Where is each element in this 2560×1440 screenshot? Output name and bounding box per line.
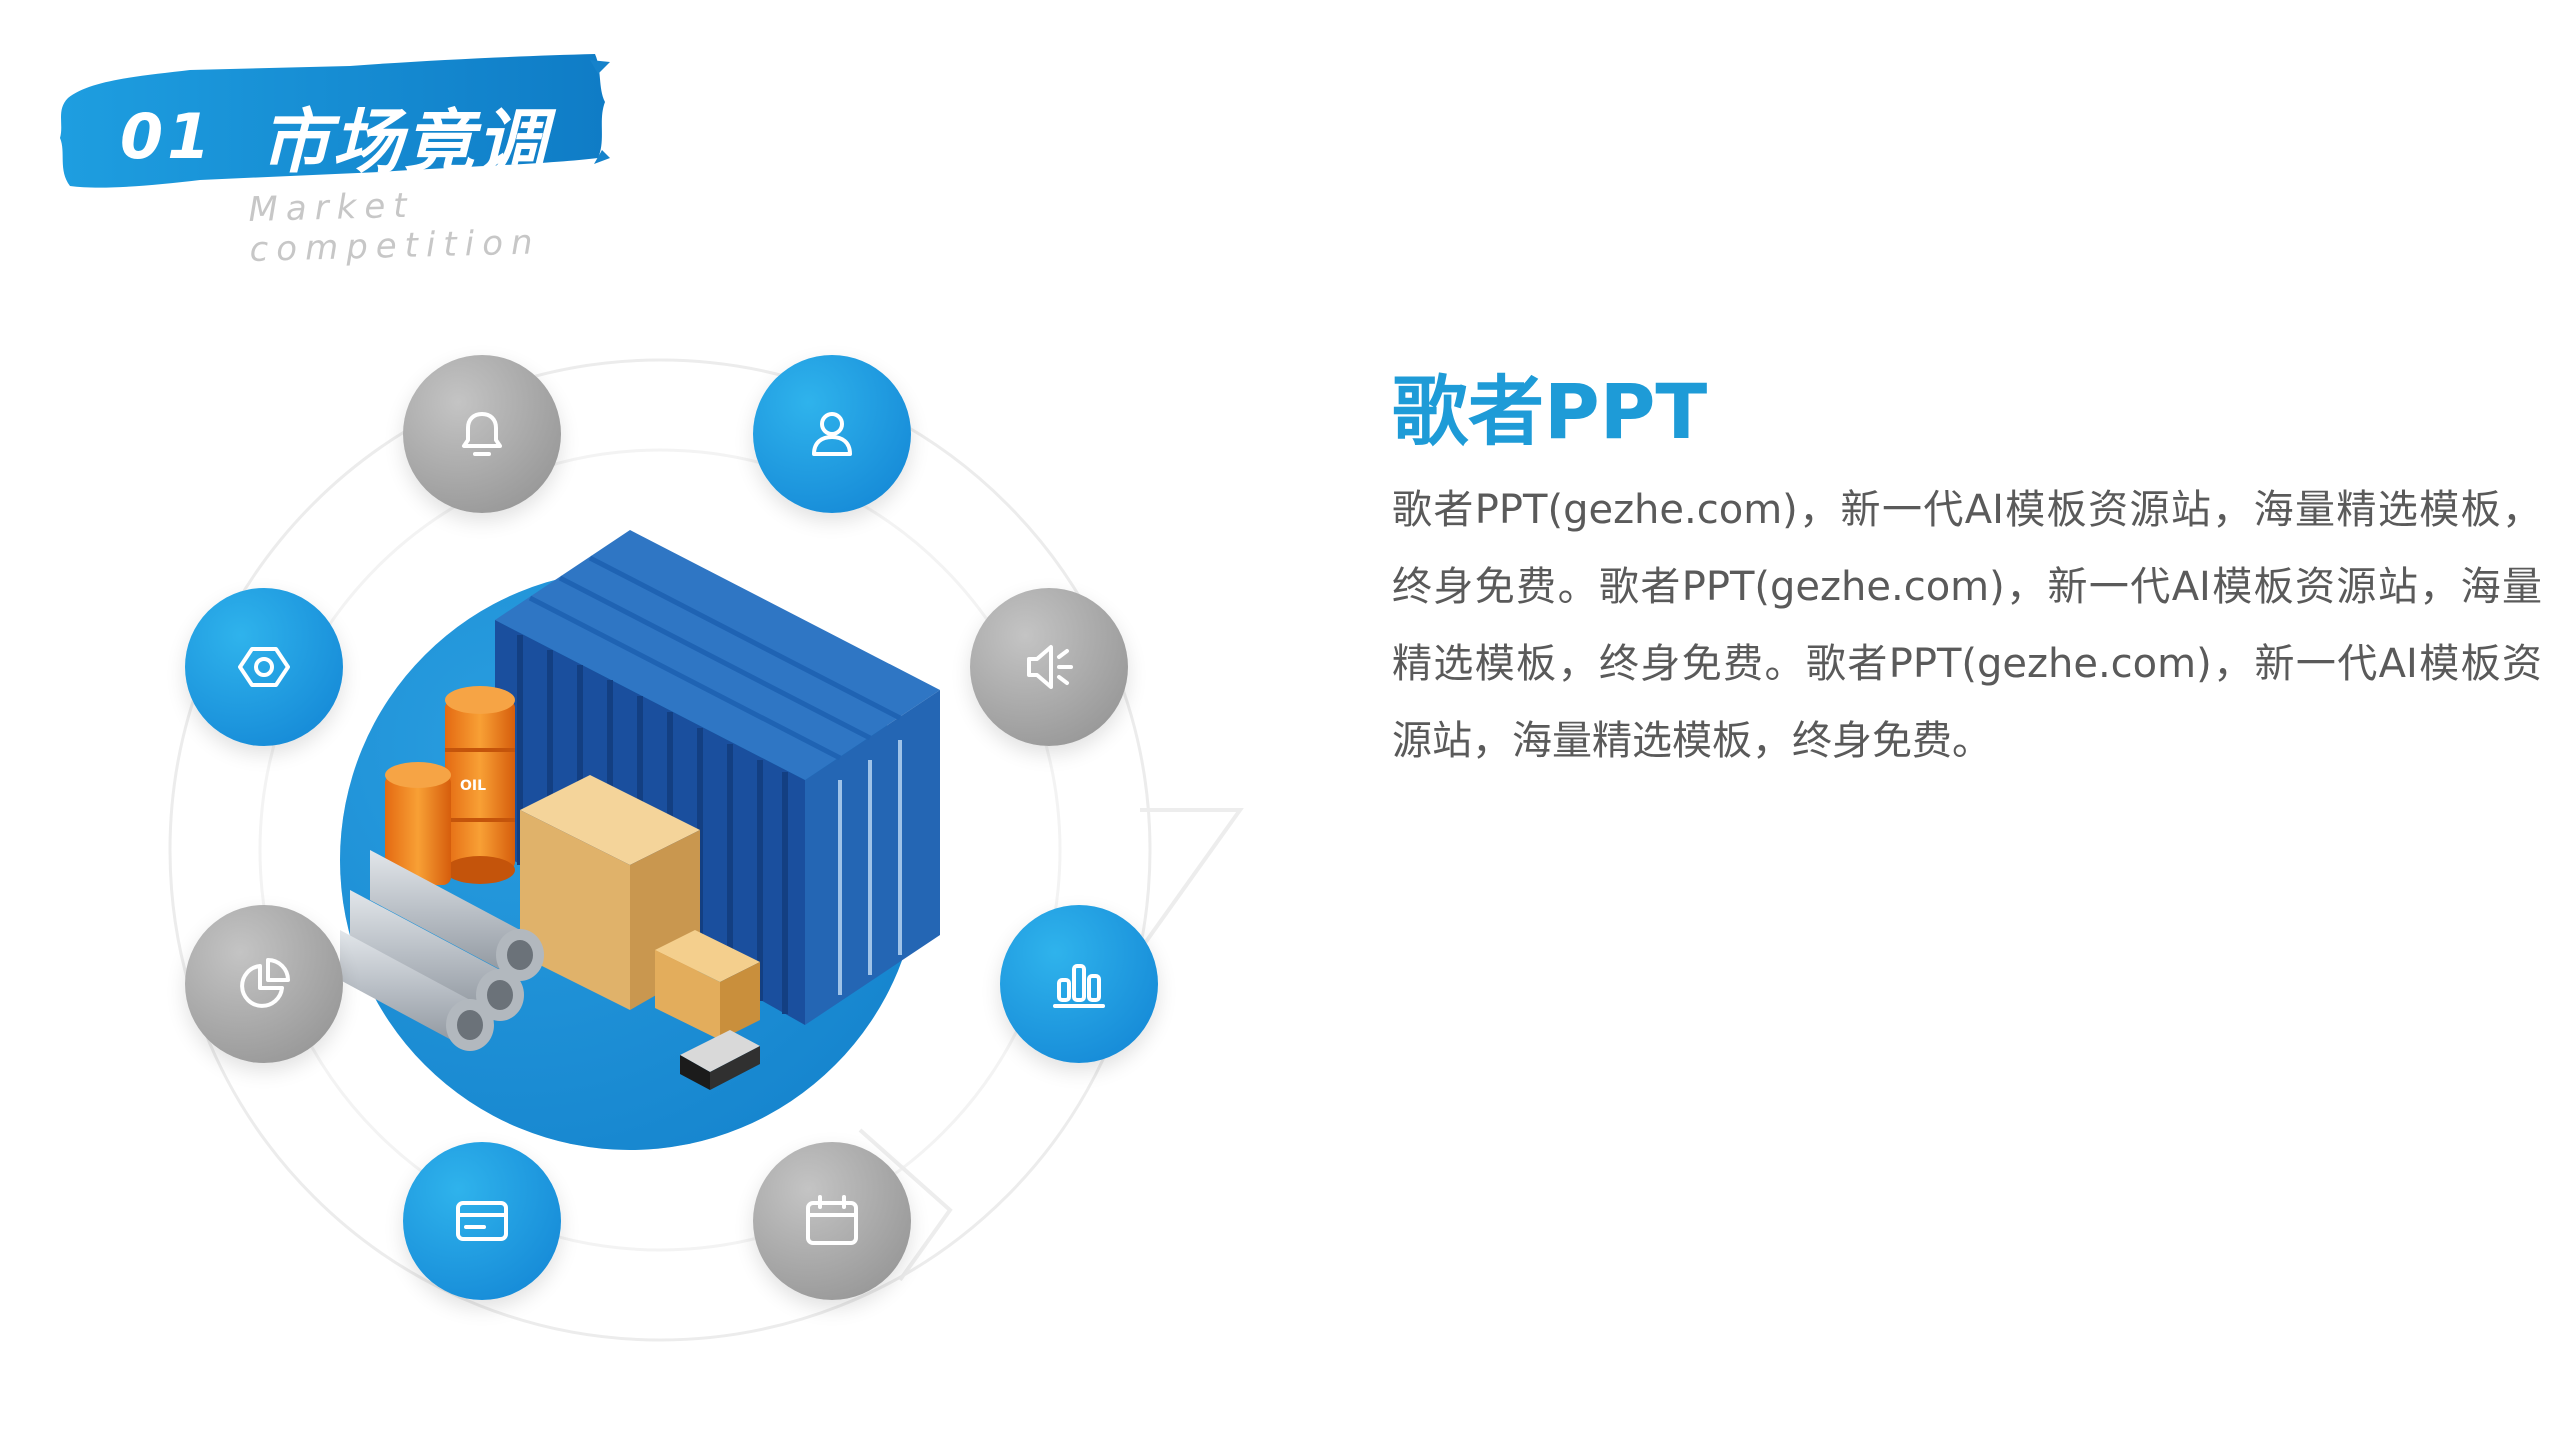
card-icon [456,1201,508,1241]
brush-stroke-banner [60,54,610,188]
bell-icon-button[interactable] [403,355,561,513]
cycle-background: OIL [168,358,1244,1342]
crate-front [520,810,630,1010]
settings-icon-button[interactable] [185,588,343,746]
shipping-container-illustration: OIL [340,530,940,1150]
crate-top [520,775,700,865]
bar-chart-icon-button[interactable] [1000,905,1158,1063]
icon-cycle-diagram: OIL [140,330,1280,1380]
section-subtitle: Market competition [248,185,542,270]
arrow-right [1138,808,1244,952]
user-icon [812,412,852,456]
oil-barrel-small [385,762,451,885]
arrow-bottom [858,1128,953,1282]
steel-pipes [340,850,544,1051]
outer-ring [168,358,1152,1342]
user-icon-button[interactable] [753,355,911,513]
content-block: 歌者PPT 歌者PPT(gezhe.com)，新一代AI模板资源站，海量精选模板… [1392,350,2542,780]
section-header: 01 市场竟调 Market competition [50,40,690,270]
content-body: 歌者PPT(gezhe.com)，新一代AI模板资源站，海量精选模板，终身免费。… [1392,487,2542,764]
pie-chart-icon-button[interactable] [185,905,343,1063]
inner-ring [258,448,1062,1252]
barrel-label: OIL [460,778,486,794]
oil-barrel: OIL [445,686,515,884]
bar-chart-icon [1053,964,1105,1008]
content-title: 歌者PPT [1392,367,1708,456]
card-icon-button[interactable] [403,1142,561,1300]
speaker-icon [1027,645,1073,689]
calendar-icon [806,1195,858,1245]
speaker-icon-button[interactable] [970,588,1128,746]
section-title-text: 市场竟调 [260,100,549,183]
settings-hexagon-icon [238,647,290,687]
bell-icon [462,412,502,456]
pie-chart-icon [240,958,290,1008]
section-number: 01 [120,99,215,173]
section-title: 01 市场竟调 [120,76,548,196]
calendar-icon-button[interactable] [753,1142,911,1300]
